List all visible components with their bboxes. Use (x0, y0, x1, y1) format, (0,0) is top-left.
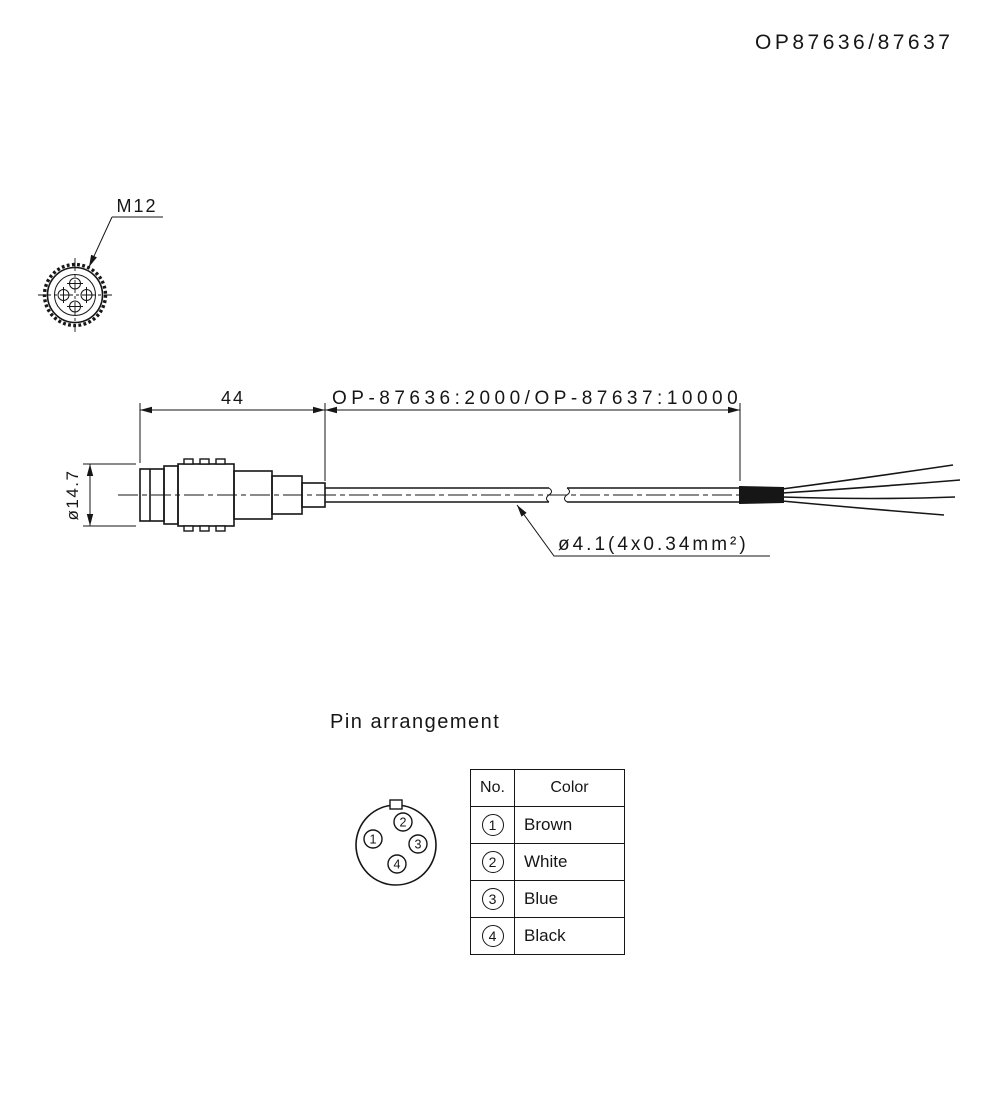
wire-color-cell: Blue (514, 880, 625, 918)
cable-break-right (564, 487, 570, 503)
pin-number: 2 (400, 816, 407, 830)
knurl-tooth (183, 458, 194, 465)
table-row: 1 Brown (470, 806, 625, 844)
col-header-no: No. (470, 769, 515, 807)
wire-lead (781, 464, 954, 490)
connector-inner-circle (54, 274, 96, 316)
table-row: 3 Blue (470, 880, 625, 918)
dimensions: 44 OP-87636:2000/OP-87637:10000 ø14.7 ø4… (63, 388, 770, 557)
pin-no-cell: 2 (470, 843, 515, 881)
pin-circle-2 (393, 812, 413, 832)
pin-circle-1 (363, 829, 383, 849)
pin-number-badge: 3 (481, 888, 504, 910)
pin-number: 4 (394, 858, 401, 872)
connector-body (139, 458, 326, 532)
wire-color-cell: Black (514, 917, 625, 955)
wire-lead (781, 479, 961, 494)
pin-number: 3 (415, 838, 422, 852)
knurl-tooth (215, 525, 226, 532)
cable-break-left (546, 487, 552, 503)
knurl-ring (42, 262, 108, 328)
pin-number: 1 (370, 833, 377, 847)
cable-boot (301, 482, 326, 508)
diameter-value: ø14.7 (63, 470, 82, 521)
cable-end-tape (739, 486, 784, 504)
cable-length-value: OP-87636:2000/OP-87637:10000 (332, 388, 742, 409)
thread-label-leader (88, 216, 113, 268)
drawing-number: OP87636/87637 (755, 31, 954, 54)
pin-diagram: 2 1 3 4 (355, 799, 437, 886)
pin-no-cell: 1 (470, 806, 515, 844)
knurl-tooth (215, 458, 226, 465)
pin-color-table: No. Color 1 Brown 2 White 3 Blue (470, 769, 625, 955)
keyway-notch (389, 799, 403, 810)
connector-front-view: M12 (38, 196, 163, 332)
cable-spec-value: ø4.1(4x0.34mm²) (558, 534, 749, 555)
wire-lead (781, 496, 956, 500)
pin-no-cell: 4 (470, 917, 515, 955)
connector-length-value: 44 (221, 388, 245, 408)
col-header-color: Color (514, 769, 625, 807)
pin-circle-4 (387, 854, 407, 874)
cable-side-view: 44 OP-87636:2000/OP-87637:10000 ø14.7 ø4… (63, 388, 961, 557)
table-row: 4 Black (470, 917, 625, 955)
cable-spec-leader (516, 504, 770, 557)
pin-circle-3 (408, 834, 428, 854)
table-row: 2 White (470, 843, 625, 881)
knurl-tooth (183, 525, 194, 532)
wire-lead (781, 500, 945, 516)
cable (325, 486, 784, 504)
wire-color-cell: Brown (514, 806, 625, 844)
table-header-row: No. Color (470, 769, 625, 807)
pin-number-badge: 4 (481, 925, 504, 947)
thread-size-label: M12 (116, 196, 157, 216)
knurl-tooth (199, 525, 210, 532)
pin-number-badge: 1 (481, 814, 504, 836)
wire-color-cell: White (514, 843, 625, 881)
knurl-tooth (199, 458, 210, 465)
pin-arrangement-heading: Pin arrangement (330, 711, 501, 733)
connector-outer-circle (46, 266, 104, 324)
pin-no-cell: 3 (470, 880, 515, 918)
wire-leads (781, 464, 961, 516)
pin-number-badge: 2 (481, 851, 504, 873)
